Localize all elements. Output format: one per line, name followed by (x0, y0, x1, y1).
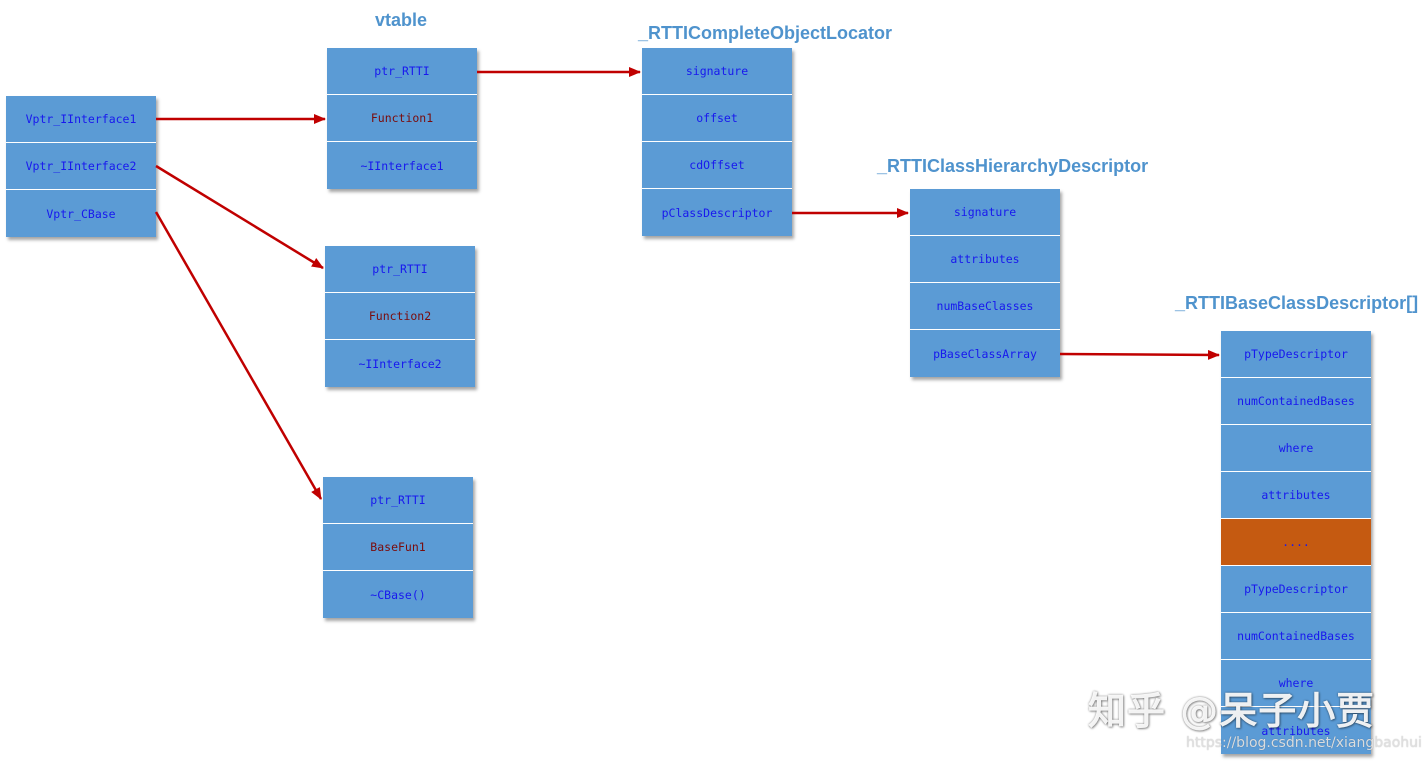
base-class-descriptor-table: pTypeDescriptor numContainedBases where … (1221, 331, 1371, 754)
arrow-vptr3-to-vtable3 (154, 211, 323, 500)
vtable2-ptr-rtti-cell: ptr_RTTI (325, 246, 475, 293)
col-cdoffset-cell: cdOffset (642, 142, 792, 189)
chd-pbaseclassarray-cell: pBaseClassArray (910, 330, 1060, 377)
object-vptr-table: Vptr_IInterface1 Vptr_IInterface2 Vptr_C… (6, 96, 156, 237)
vtable1-function-cell: Function1 (327, 95, 477, 142)
complete-object-locator-title: _RTTICompleteObjectLocator (638, 23, 893, 43)
bcd-where-cell: where (1221, 660, 1371, 707)
complete-object-locator-table: signature offset cdOffset pClassDescript… (642, 48, 792, 236)
base-class-descriptor-title: _RTTIBaseClassDescriptor[] (1175, 293, 1419, 313)
vtable-iinterface1: ptr_RTTI Function1 ~IInterface1 (327, 48, 477, 189)
chd-numbaseclasses-cell: numBaseClasses (910, 283, 1060, 330)
col-signature-cell: signature (642, 48, 792, 95)
arrow-pbaseclassarray-to-bcd (1059, 349, 1220, 360)
vtable-iinterface2: ptr_RTTI Function2 ~IInterface2 (325, 246, 475, 387)
bcd-numcontainedbases-cell: numContainedBases (1221, 613, 1371, 660)
chd-attributes-cell: attributes (910, 236, 1060, 283)
vtable3-function-cell: BaseFun1 (323, 524, 473, 571)
vtable3-destructor-cell: ~CBase() (323, 571, 473, 618)
bcd-attributes-cell: attributes (1221, 707, 1371, 754)
bcd-ptypedescriptor-cell: pTypeDescriptor (1221, 331, 1371, 378)
bcd-where-cell: where (1221, 425, 1371, 472)
vtable1-ptr-rtti-cell: ptr_RTTI (327, 48, 477, 95)
arrow-vptr2-to-vtable2 (155, 164, 324, 270)
vtable-cbase: ptr_RTTI BaseFun1 ~CBase() (323, 477, 473, 618)
vtable1-destructor-cell: ~IInterface1 (327, 142, 477, 189)
class-hierarchy-descriptor-table: signature attributes numBaseClasses pBas… (910, 189, 1060, 377)
chd-signature-cell: signature (910, 189, 1060, 236)
bcd-ptypedescriptor-cell: pTypeDescriptor (1221, 566, 1371, 613)
watermark-zhihu: 知乎 @呆子小贾 (1088, 689, 1376, 733)
bcd-numcontainedbases-cell: numContainedBases (1221, 378, 1371, 425)
vtable3-ptr-rtti-cell: ptr_RTTI (323, 477, 473, 524)
bcd-attributes-cell: attributes (1221, 472, 1371, 519)
col-offset-cell: offset (642, 95, 792, 142)
col-pclassdescriptor-cell: pClassDescriptor (642, 189, 792, 236)
bcd-ellipsis-cell: .... (1221, 519, 1371, 566)
class-hierarchy-descriptor-title: _RTTIClassHierarchyDescriptor (877, 156, 1149, 176)
vptr-iinterface2-cell: Vptr_IInterface2 (6, 143, 156, 190)
vtable2-function-cell: Function2 (325, 293, 475, 340)
vptr-cbase-cell: Vptr_CBase (6, 190, 156, 237)
vptr-iinterface1-cell: Vptr_IInterface1 (6, 96, 156, 143)
vtable2-destructor-cell: ~IInterface2 (325, 340, 475, 387)
vtable-title: vtable (375, 10, 428, 30)
watermark-url: https://blog.csdn.net/xiangbaohui (1186, 735, 1422, 751)
